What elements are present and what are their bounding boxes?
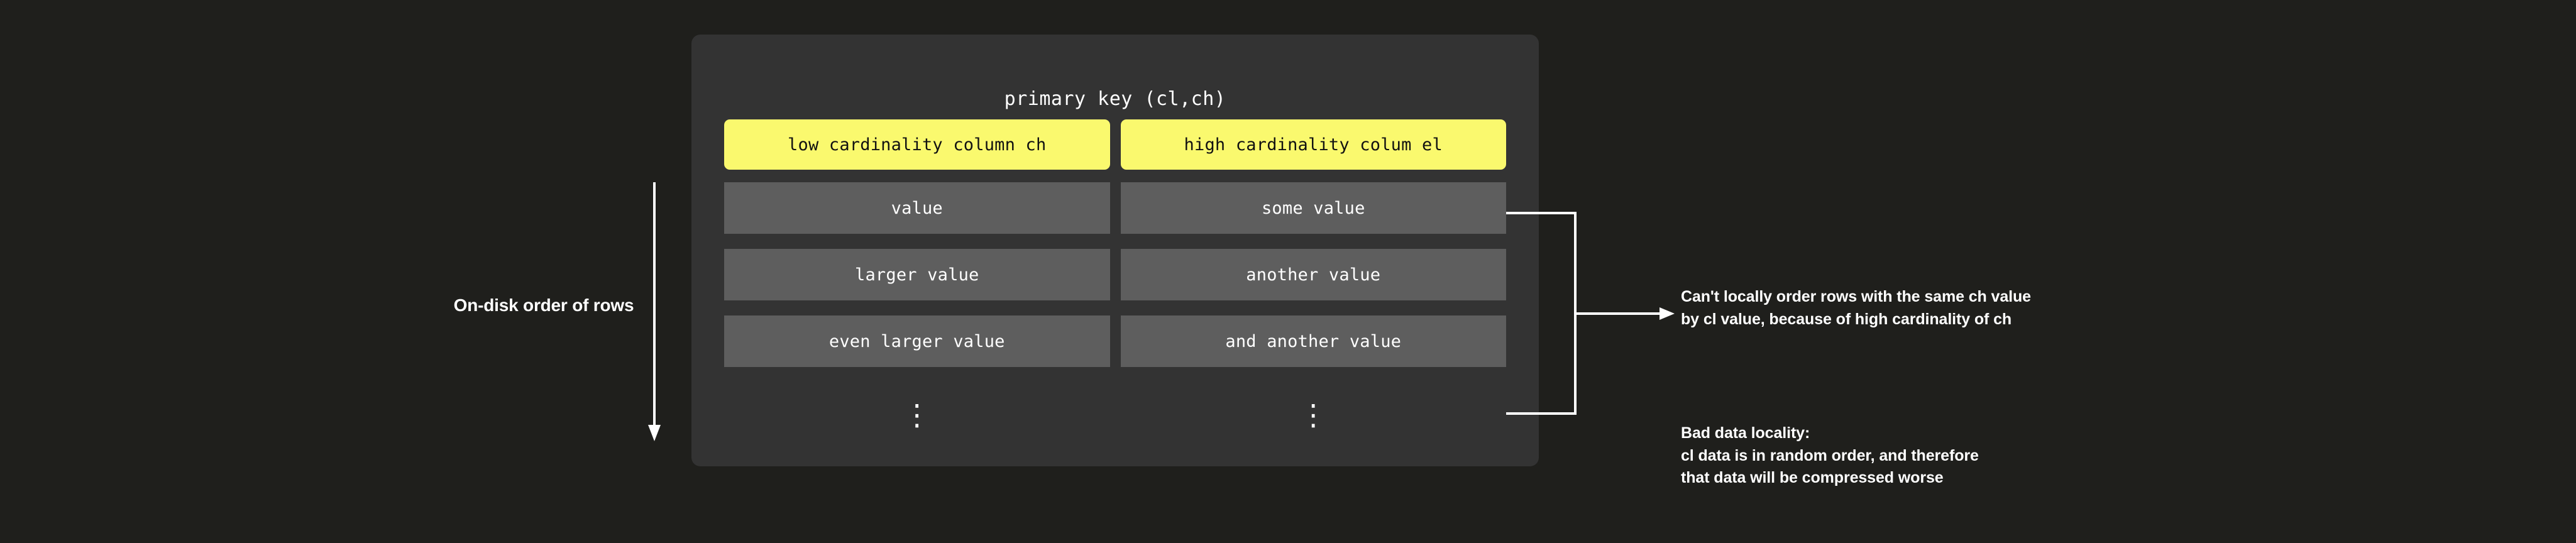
columns-container: low cardinality column ch value larger v… xyxy=(724,119,1506,447)
locality-note-line: that data will be compressed worse xyxy=(1681,469,1944,486)
column-header-high-cardinality: high cardinality colum el xyxy=(1120,119,1506,170)
cardinality-note-line: Can't locally order rows with the same c… xyxy=(1681,288,2031,305)
locality-note: Bad data locality: cl data is in random … xyxy=(1681,422,1979,490)
column-header-low-cardinality: low cardinality column ch xyxy=(724,119,1110,170)
bracket-connector-icon xyxy=(1506,212,1675,415)
cell-value: another value xyxy=(1120,249,1506,300)
column-ellipsis-icon: ⋮ xyxy=(1299,398,1328,432)
locality-note-line: cl data is in random order, and therefor… xyxy=(1681,446,1979,464)
cardinality-note-line: by cl value, because of high cardinality… xyxy=(1681,310,2012,328)
locality-note-line: Bad data locality: xyxy=(1681,424,1810,442)
cell-value: larger value xyxy=(724,249,1110,300)
cell-value: even larger value xyxy=(724,315,1110,367)
cell-value: and another value xyxy=(1120,315,1506,367)
cell-value: value xyxy=(724,182,1110,234)
column-low-cardinality: low cardinality column ch value larger v… xyxy=(724,119,1110,447)
cell-value: some value xyxy=(1120,182,1506,234)
column-high-cardinality: high cardinality colum el some value ano… xyxy=(1120,119,1506,447)
primary-key-card: primary key (cl,ch) low cardinality colu… xyxy=(691,35,1539,466)
on-disk-order-label: On-disk order of rows xyxy=(453,295,634,315)
cardinality-note: Can't locally order rows with the same c… xyxy=(1681,286,2031,331)
card-title: primary key (cl,ch) xyxy=(1004,88,1226,110)
down-arrow-icon xyxy=(648,182,661,441)
column-ellipsis-icon: ⋮ xyxy=(902,398,932,432)
